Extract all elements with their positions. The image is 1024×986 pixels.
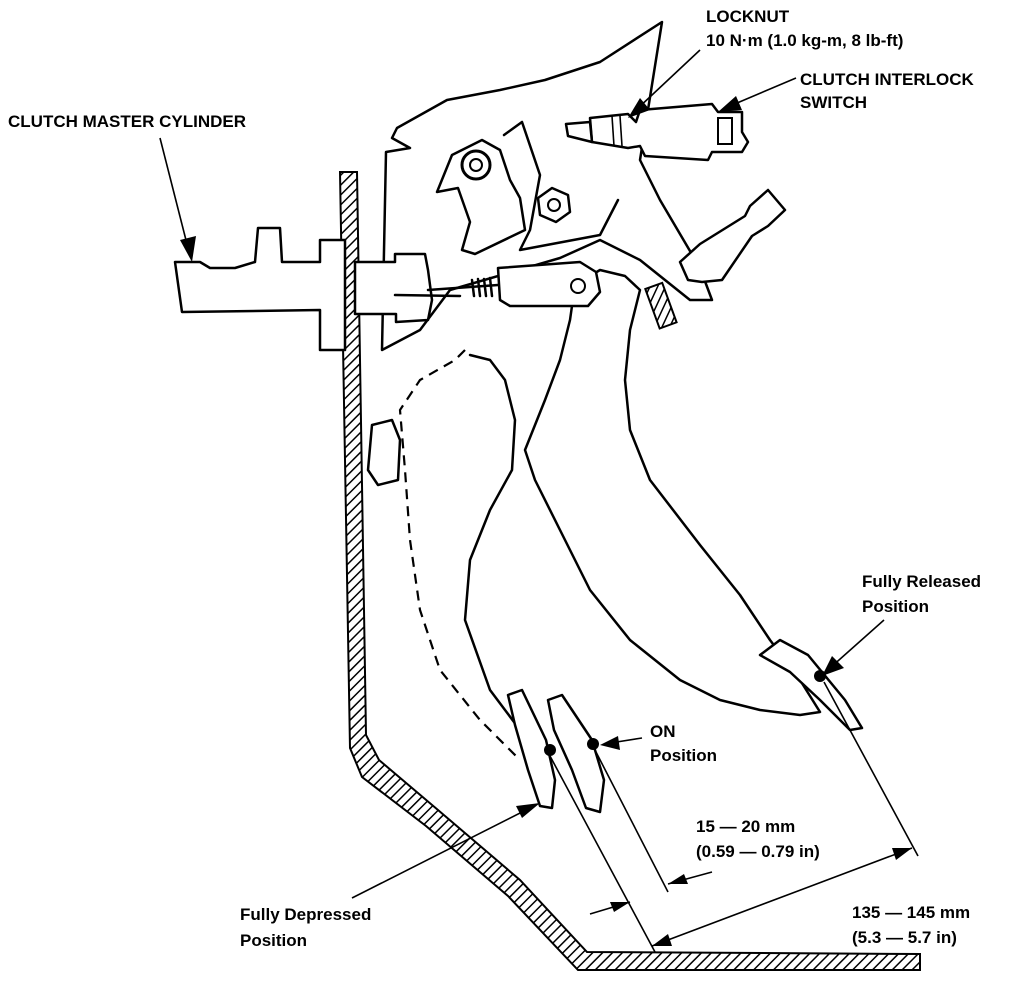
pivot-nut-inner [547,198,561,212]
leader-locknut-head [628,98,650,118]
interlock-connector-tab [717,117,733,145]
label-interlock-switch-2: SWITCH [800,93,867,112]
leader-master-cylinder [159,137,189,249]
pad-on [546,693,606,814]
leader-released-head [822,656,844,676]
label-locknut-torque: 10 N·m (1.0 kg-m, 8 lb-ft) [706,31,903,50]
label-dim-stroke-2: (5.3 — 5.7 in) [852,928,957,947]
leader-interlock [729,77,797,107]
mc-curve [393,293,462,298]
lower-switch-body [678,188,787,284]
dim-stroke-arrow-right [892,848,912,860]
label-clutch-master-cylinder: CLUTCH MASTER CYLINDER [8,112,246,131]
leader-depressed-head [516,803,540,818]
master-cylinder-body [173,226,347,352]
dot-on [587,738,599,750]
dim-on-arrow-upper [668,874,688,884]
bracket-detail [502,120,620,252]
leader-depressed [351,807,531,899]
label-dim-on-1: 15 — 20 mm [696,817,795,836]
bracket-mount [366,418,402,487]
pad-released [758,638,864,732]
dim-stroke-line [651,847,913,947]
interlock-thread-2 [619,115,623,147]
label-interlock-switch-1: CLUTCH INTERLOCK [800,70,974,89]
ext-released [823,681,919,857]
clevis [496,260,602,308]
leader-locknut [635,49,701,111]
bracket-flange [435,138,527,256]
dim-stroke-arrow-left [652,934,672,946]
clevis-pin [570,278,586,294]
label-fully-depressed-1: Fully Depressed [240,905,371,924]
firewall-floor [338,171,921,971]
lower-switch-stopper [644,281,678,330]
ext-depressed [549,755,656,953]
pushrod-thread [470,276,494,298]
pad-depressed [506,688,557,810]
pivot-bolt-inner [469,158,483,172]
ext-on [595,751,669,893]
label-fully-released-2: Position [862,597,929,616]
dot-depressed [544,744,556,756]
dot-released [814,670,826,682]
interlock-switch-plunger [564,120,594,144]
pedal-arm [523,268,822,717]
label-fully-released-1: Fully Released [862,572,981,591]
leader-master-cylinder-head [180,236,196,262]
master-cylinder-rod-housing [353,252,434,324]
label-on-2: Position [650,746,717,765]
label-locknut: LOCKNUT [706,7,790,26]
label-dim-on-2: (0.59 — 0.79 in) [696,842,820,861]
ghost-arm-outline [463,353,522,732]
label-fully-depressed-2: Position [240,931,307,950]
pedal-bracket [380,20,714,352]
leader-on-head [600,736,620,750]
label-dim-stroke-1: 135 — 145 mm [852,903,970,922]
pushrod [426,283,500,292]
leader-released [829,619,885,669]
depressed-arm-ghost [398,349,521,761]
leader-interlock-head [718,96,742,112]
label-on-1: ON [650,722,676,741]
dim-on-arrow-lower [610,902,630,912]
interlock-thread [611,115,615,147]
